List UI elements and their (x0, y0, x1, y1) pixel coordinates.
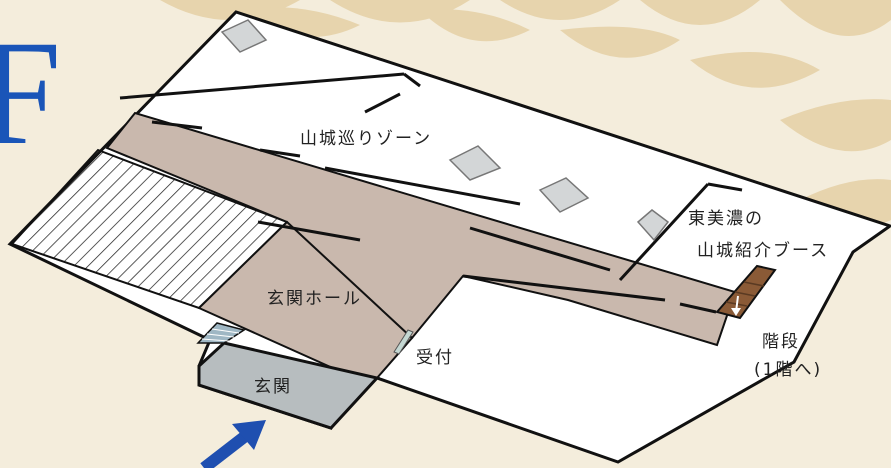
label-east-mino-booth-1: 東美濃の (688, 209, 764, 229)
entrance-steps (196, 322, 246, 344)
arrow-down-icon (731, 295, 741, 316)
interior-walls (119, 72, 743, 314)
reception-desk (393, 329, 414, 355)
floor-letter: F (0, 10, 62, 176)
exhibit-cases (220, 19, 670, 242)
label-entrance: 玄関 (254, 377, 292, 397)
stairs (715, 264, 777, 320)
label-reception: 受付 (416, 348, 454, 368)
entrance-area (197, 341, 380, 430)
label-entrance-hall: 玄関ホール (267, 289, 362, 309)
label-stairs-1: 階段 (762, 332, 800, 352)
label-castle-zone: 山城巡りゾーン (300, 129, 433, 149)
label-east-mino-booth-2: 山城紹介ブース (697, 241, 830, 261)
arrow-up-right-icon (200, 420, 266, 468)
label-stairs-2: (1階へ) (754, 360, 823, 380)
